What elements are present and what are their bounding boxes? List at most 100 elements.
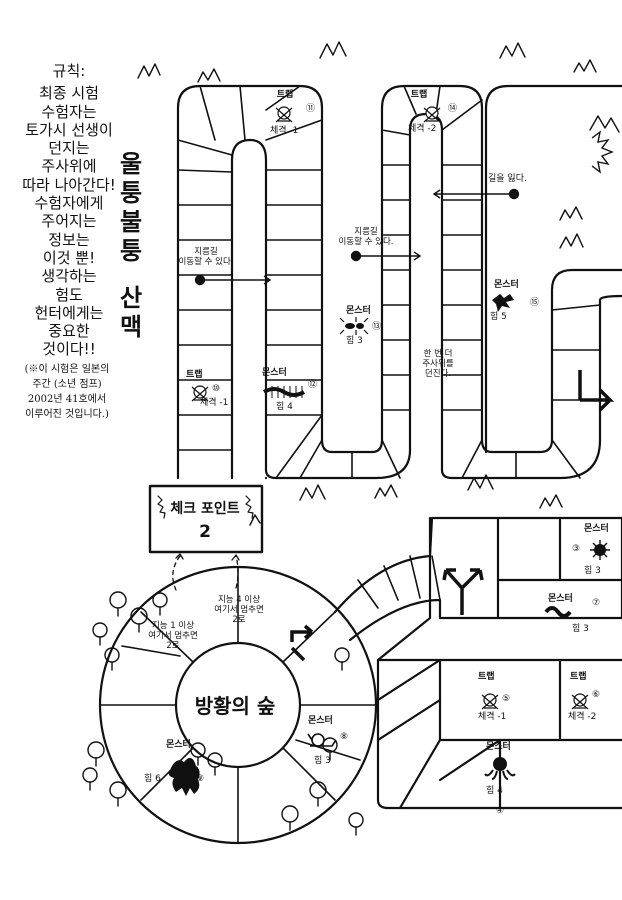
footnote-line: 2002년 41호에서 xyxy=(27,394,107,405)
space-12-number: ⑫ xyxy=(308,380,318,390)
ant-icon xyxy=(339,317,369,335)
space-6-stat: 체격 -2 xyxy=(568,712,597,722)
space-10-stat: 체격 -1 xyxy=(200,398,229,408)
space-4-stat: 힘 4 xyxy=(486,786,503,796)
space-15-kind: 몬스터 xyxy=(494,280,519,290)
space-13-stat: 힘 3 xyxy=(346,336,363,346)
beast-icon xyxy=(168,757,200,796)
space-6-number: ⑥ xyxy=(592,690,601,700)
rules-line: 수험자에게 xyxy=(34,194,104,213)
rules-heading: 규칙: xyxy=(52,62,86,80)
roll-again-note: 한 번 더 주사위를 던진다. xyxy=(410,349,466,379)
checkpoint-label: 체크 포인트 xyxy=(170,501,240,517)
space-13-kind: 몬스터 xyxy=(346,306,371,316)
title-char: 퉁 xyxy=(119,179,143,207)
fork-arrow-middle xyxy=(442,568,484,615)
space-4-kind: 몬스터 xyxy=(486,742,511,752)
space-11-kind: 트랩 xyxy=(276,90,294,100)
note-line: 지름길 xyxy=(194,247,218,257)
rules-line: 정보는 xyxy=(48,230,90,249)
note-line: 한 번 더 xyxy=(423,349,453,359)
title-char: 산 xyxy=(119,284,143,312)
snail-icon xyxy=(307,733,337,747)
note-line: 여기서 멈추면 xyxy=(214,604,264,615)
rules-line: 것이다!! xyxy=(42,340,96,359)
space-11-number: ⑪ xyxy=(306,104,316,114)
tree-doodles xyxy=(82,591,364,836)
rules-line: 주사위에 xyxy=(41,157,97,176)
centipede-icon xyxy=(262,386,306,398)
note-line: 2로 xyxy=(166,640,180,651)
note-line: 2로 xyxy=(232,614,246,625)
snake-icon xyxy=(544,606,572,618)
shortcut-arrows xyxy=(194,188,520,286)
title-char: 맥 xyxy=(119,313,143,341)
forest-spokes xyxy=(99,566,377,844)
fork-arrow-right xyxy=(578,370,615,412)
space-9-kind: 몬스터 xyxy=(166,740,191,750)
space-9-number: ⑨ xyxy=(196,774,205,784)
space-5-number: ⑤ xyxy=(502,694,511,704)
note-line: 지름길 xyxy=(354,227,378,237)
intelligence-1-note: 지능 1 이상 여기서 멈추면 2로 xyxy=(140,621,206,651)
title-char: 울 xyxy=(119,150,143,178)
space-3-kind: 몬스터 xyxy=(584,524,609,534)
space-3-stat: 힘 3 xyxy=(584,566,601,576)
rules-line: 중요한 xyxy=(48,322,90,341)
checkpoint-box xyxy=(148,484,264,554)
note-line: 지능 1 이상 xyxy=(151,621,195,631)
space-7-stat: 힘 3 xyxy=(572,624,589,634)
rules-line: 던지는 xyxy=(48,139,90,158)
rules-line: 수험자는 xyxy=(41,102,97,121)
space-15-number: ⑮ xyxy=(530,298,540,308)
space-7-kind: 몬스터 xyxy=(548,594,573,604)
space-7-number: ⑦ xyxy=(592,598,601,608)
space-5-stat: 체격 -1 xyxy=(478,712,507,722)
space-11-stat: 체격 -1 xyxy=(270,126,299,136)
footnote-line: 주간 (소년 점프) xyxy=(32,379,102,390)
mountain-doodles xyxy=(137,41,620,526)
footnote-line: 이루어진 것입니다.) xyxy=(25,409,109,420)
rules-line: 생각하는 xyxy=(41,267,97,286)
bird-icon xyxy=(492,294,514,312)
space-8-stat: 힘 3 xyxy=(314,756,331,766)
rules-line: 이것 뿐! xyxy=(42,248,96,267)
skull-icon xyxy=(191,106,589,710)
space-9-stat: 힘 6 xyxy=(144,774,161,784)
space-14-kind: 트랩 xyxy=(410,90,428,100)
space-6-kind: 트랩 xyxy=(570,672,587,682)
path-cells xyxy=(177,85,601,479)
shortcut-mid-note: 지름길 이동할 수 있다. xyxy=(336,227,396,248)
space-12-stat: 힘 4 xyxy=(276,402,293,412)
title-char: 퉁 xyxy=(119,237,143,265)
space-13-number: ⑬ xyxy=(372,322,382,332)
intelligence-4-note: 지능 4 이상 여기서 멈추면 2로 xyxy=(206,595,272,625)
rules-panel: 규칙: 최종 시험 수험자는 토가시 선생이 던지는 주사위에 따라 나아간다!… xyxy=(10,62,128,359)
note-line: 여기서 멈추면 xyxy=(148,630,198,641)
rules-line: 토가시 선생이 xyxy=(25,120,113,139)
rules-line: 주어지는 xyxy=(41,212,97,231)
rules-line: 최종 시험 xyxy=(39,84,99,103)
fork-arrow-forest xyxy=(290,624,314,662)
spiky-ball-icon xyxy=(590,540,610,560)
mountain-title: 울 퉁 불 퉁 산 맥 xyxy=(112,150,150,342)
forest-label: 방황의 숲 xyxy=(194,694,276,718)
note-line: 주사위를 xyxy=(422,358,454,369)
note-line: 던진다. xyxy=(424,368,452,379)
footnote-line: (※이 시험은 일본의 xyxy=(24,364,110,375)
title-char: 불 xyxy=(119,208,143,236)
space-10-number: ⑩ xyxy=(212,384,221,394)
space-5-kind: 트랩 xyxy=(478,672,495,682)
space-8-kind: 몬스터 xyxy=(308,716,333,726)
rules-line: 헌터에게는 xyxy=(34,303,104,322)
space-14-number: ⑭ xyxy=(448,104,458,114)
note-line: 이동할 수 있다. xyxy=(178,256,234,267)
octopus-icon xyxy=(484,757,516,780)
rules-line: 험도 xyxy=(55,285,83,304)
rules-line: 따라 나아간다! xyxy=(22,175,116,194)
space-8-number: ⑧ xyxy=(340,732,349,742)
checkpoint[interactable]: 체크 포인트 2 xyxy=(146,482,264,552)
checkpoint-number: 2 xyxy=(199,522,211,542)
shortcut-left-note: 지름길 이동할 수 있다. xyxy=(176,247,236,268)
